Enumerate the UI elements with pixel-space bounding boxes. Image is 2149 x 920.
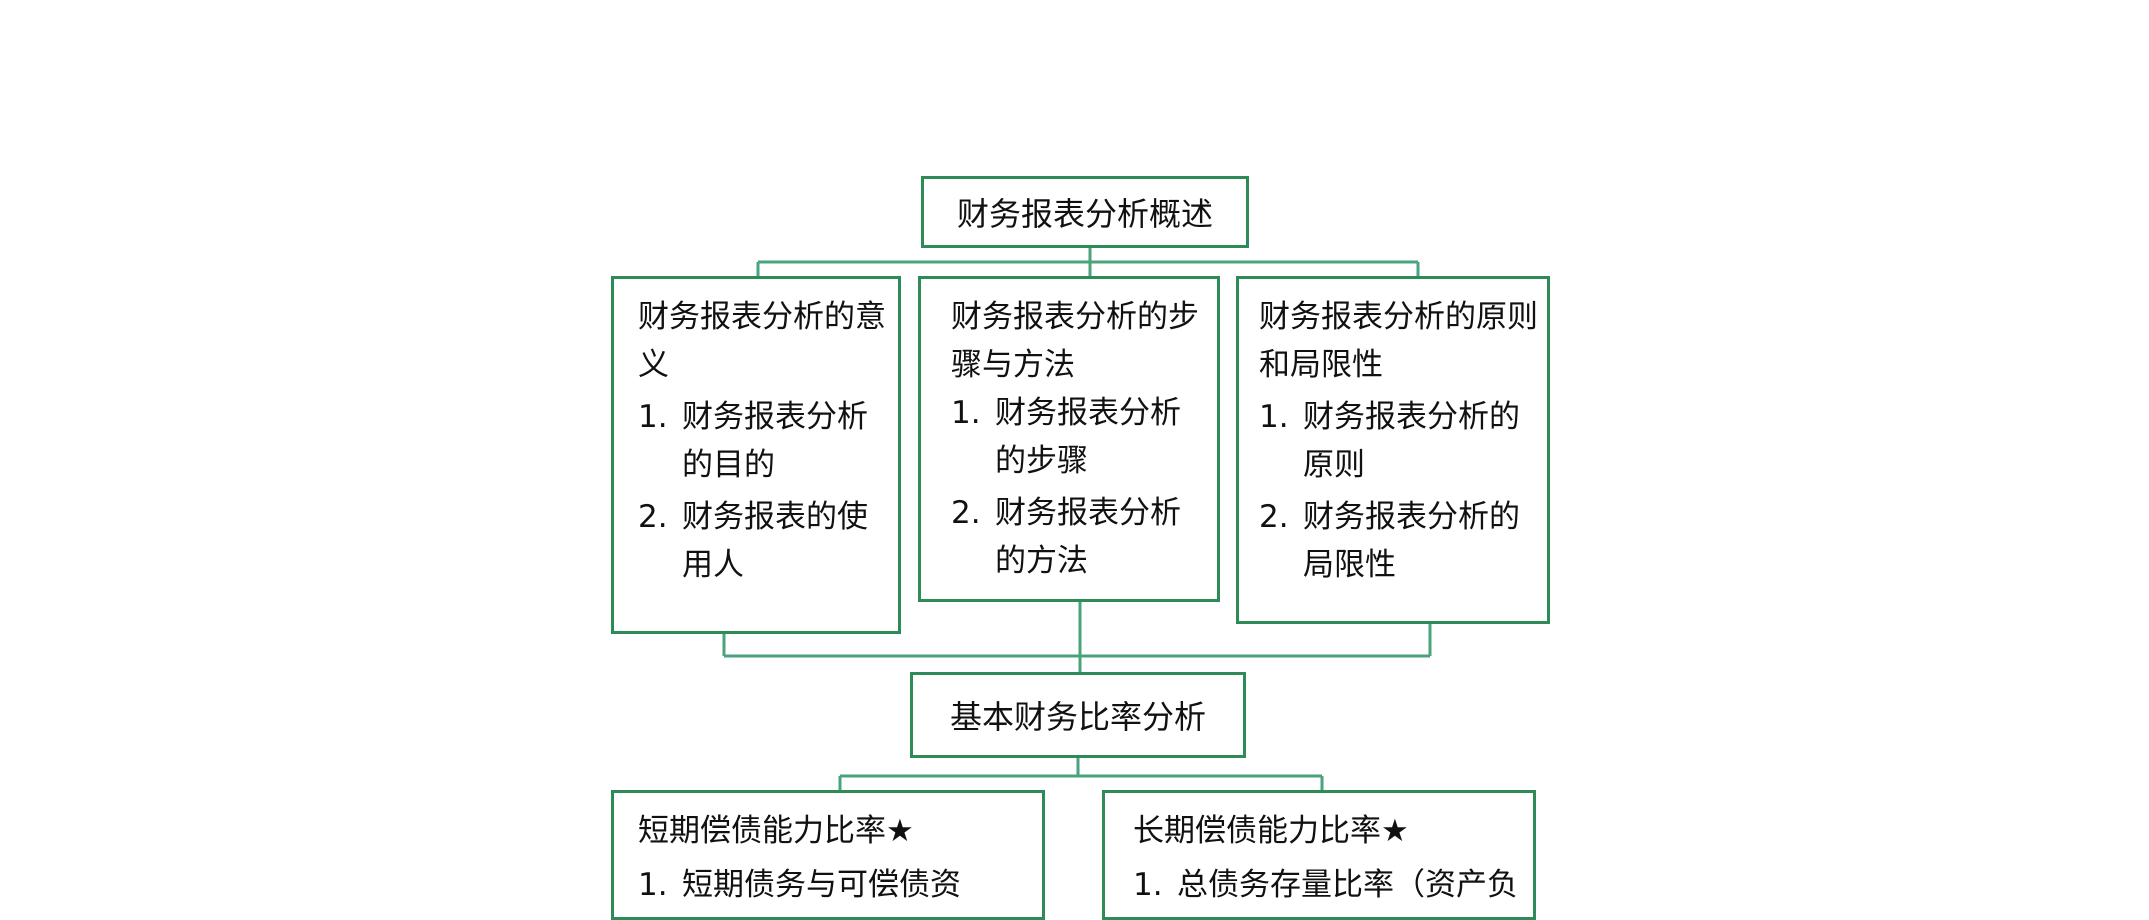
list-item: 1. 总债务存量比率（资产负 [1133,861,1525,909]
item-text: 总债务存量比率（资产负 [1177,867,1518,904]
item-text: 财务报表分析的局限性 [1303,499,1520,584]
ratio-node-short-term: 短期偿债能力比率★ 1. 短期债务与可偿债资 [611,790,1045,920]
item-text: 财务报表的使用人 [682,499,868,584]
node-title: 财务报表分析的步骤与方法 [951,299,1199,384]
item-text: 财务报表分析的目的 [682,399,868,484]
node-title: 财务报表分析的原则和局限性 [1259,299,1538,384]
node-title: 财务报表分析的意义 [638,299,886,384]
list-item: 2. 财务报表分析的方法 [951,489,1209,585]
overview-node-principles-limitations: 财务报表分析的原则和局限性 1. 财务报表分析的原则 2. 财务报表分析的局限性 [1236,276,1550,624]
overview-node-significance: 财务报表分析的意义 1. 财务报表分析的目的 2. 财务报表的使用人 [611,276,901,634]
item-number: 1. [638,867,668,904]
item-text: 短期债务与可偿债资 [682,867,961,904]
item-number: 2. [951,495,981,532]
item-text: 财务报表分析的步骤 [995,395,1181,480]
node-title: 短期偿债能力比率★ [638,813,914,849]
knowledge-tree-diagram: 财务报表分析概述 财务报表分析的意义 1. 财务报表分析的目的 2. 财务报表的使用… [611,176,1550,920]
item-text: 财务报表分析的方法 [995,495,1181,580]
list-item: 2. 财务报表分析的局限性 [1259,493,1539,589]
list-item: 2. 财务报表的使用人 [638,493,890,589]
list-item: 1. 短期债务与可偿债资 [638,861,1034,909]
root-node-title: 财务报表分析概述 [956,195,1213,233]
list-item: 1. 财务报表分析的原则 [1259,393,1539,489]
item-number: 1. [951,395,981,432]
ratio-node-title: 基本财务比率分析 [949,698,1206,736]
ratio-node: 基本财务比率分析 [910,672,1246,758]
item-number: 1. [1259,399,1289,436]
item-number: 2. [1259,499,1289,536]
item-number: 1. [1133,867,1163,904]
ratio-node-long-term: 长期偿债能力比率★ 1. 总债务存量比率（资产负 [1102,790,1536,920]
root-node: 财务报表分析概述 [921,176,1249,248]
item-number: 1. [638,399,668,436]
node-title: 长期偿债能力比率★ [1133,813,1409,849]
list-item: 1. 财务报表分析的步骤 [951,389,1209,485]
item-number: 2. [638,499,668,536]
overview-node-steps-methods: 财务报表分析的步骤与方法 1. 财务报表分析的步骤 2. 财务报表分析的方法 [918,276,1220,602]
tree-connectors [722,248,1432,790]
list-item: 1. 财务报表分析的目的 [638,393,890,489]
item-text: 财务报表分析的原则 [1303,399,1520,484]
